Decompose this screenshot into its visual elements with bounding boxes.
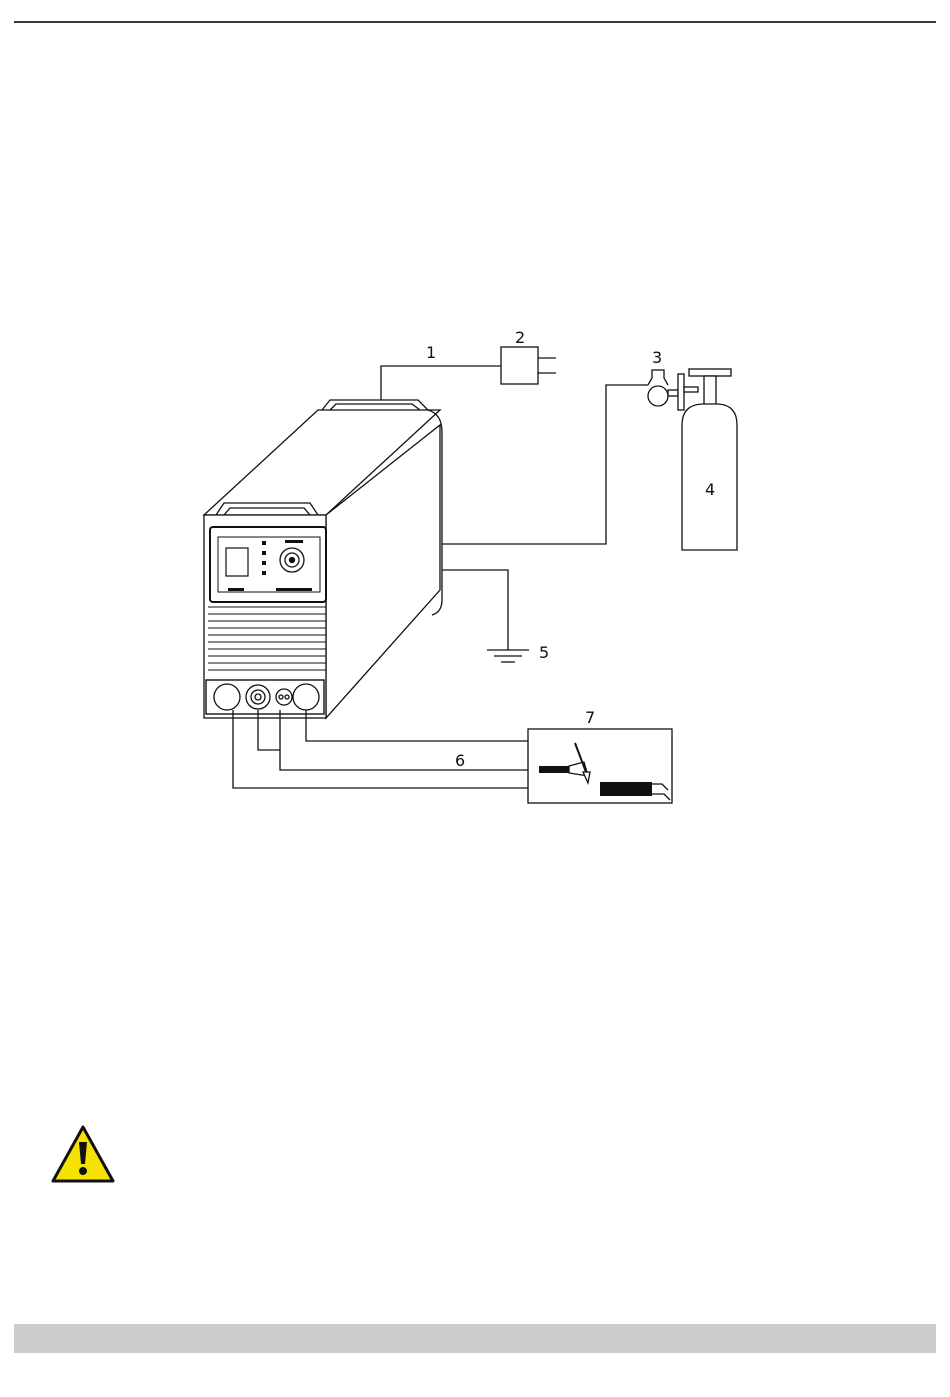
callout-3: 3: [652, 348, 662, 367]
power-cable: [381, 347, 556, 400]
welding-machine: [204, 400, 442, 718]
gas-hose: [442, 385, 648, 544]
callout-6: 6: [455, 751, 465, 770]
torch-accessory-box: [528, 729, 672, 803]
callout-1: 1: [426, 343, 436, 362]
callout-2: 2: [515, 328, 525, 347]
warning-triangle-icon: [50, 1124, 116, 1184]
callout-5: 5: [539, 643, 549, 662]
callout-7: 7: [585, 708, 595, 727]
ground-connection: [442, 570, 529, 662]
callout-4: 4: [705, 480, 715, 499]
footer-bar: [14, 1324, 936, 1353]
gas-cylinder: [682, 369, 737, 550]
